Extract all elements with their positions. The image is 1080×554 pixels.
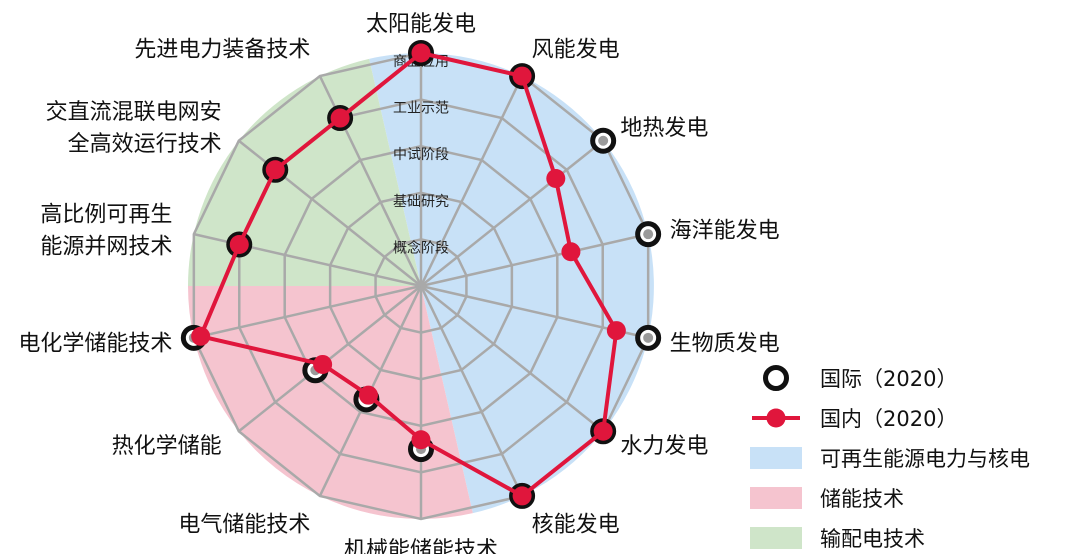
category-label-7: 机械能储能技术 [344, 538, 498, 554]
grid-spoke-3 [420, 232, 649, 288]
category-label-line: 机械能储能技术 [344, 538, 498, 554]
grid-spoke-10 [193, 284, 422, 340]
category-label-0: 太阳能发电 [366, 12, 476, 37]
point-domestic-5 [593, 421, 613, 441]
legend-label-group-1: 储能技术 [820, 487, 904, 511]
point-domestic-10 [191, 326, 211, 346]
point-intl-inner-4 [643, 332, 654, 343]
category-label-5: 水力发电 [620, 434, 708, 459]
category-label-4: 生物质发电 [670, 332, 780, 357]
point-intl-inner-2 [598, 135, 609, 146]
point-domestic-7 [411, 430, 431, 450]
level-label-3: 工业示范 [393, 100, 449, 117]
category-label-1: 风能发电 [532, 37, 620, 62]
level-label-0: 概念阶段 [393, 239, 449, 256]
category-label-line: 全高效运行技术 [68, 132, 222, 157]
category-label-line: 高比例可再生 [40, 202, 172, 227]
legend-marker-intl [763, 365, 789, 391]
point-intl-inner-3 [643, 229, 654, 240]
point-domestic-0 [411, 43, 431, 63]
category-label-line: 热化学储能 [112, 434, 222, 459]
grid-spoke-6 [419, 285, 524, 497]
grid-spoke-5 [420, 285, 604, 433]
category-label-10: 电化学储能技术 [18, 332, 172, 357]
legend-swatch-1 [750, 487, 802, 509]
category-label-line: 地热发电 [620, 116, 708, 141]
legend-label-intl: 国际（2020） [820, 367, 957, 391]
category-label-line: 太阳能发电 [366, 12, 476, 37]
category-label-line: 生物质发电 [670, 332, 780, 357]
level-label-1: 基础研究 [393, 193, 449, 210]
point-domestic-12 [265, 160, 285, 180]
point-domestic-1 [512, 66, 532, 86]
category-label-line: 海洋能发电 [670, 218, 780, 243]
series-layer [180, 40, 662, 509]
category-label-3: 海洋能发电 [670, 218, 780, 243]
legend-label-group-2: 输配电技术 [820, 527, 925, 551]
legend-swatch-2 [750, 527, 802, 549]
point-domestic-8 [358, 385, 378, 405]
category-label-9: 热化学储能 [112, 434, 222, 459]
category-label-line: 先进电力装备技术 [134, 37, 310, 62]
category-label-8: 电气储能技术 [178, 513, 310, 538]
point-domestic-9 [313, 354, 333, 374]
point-domestic-3 [561, 242, 581, 262]
category-label-line: 核能发电 [532, 513, 620, 538]
legend-label-domestic: 国内（2020） [820, 407, 957, 431]
grid-spoke-1 [419, 75, 524, 287]
category-label-line: 电化学储能技术 [18, 332, 172, 357]
point-domestic-11 [229, 235, 249, 255]
sector-1 [187, 286, 473, 519]
category-label-line: 能源并网技术 [40, 234, 172, 259]
point-domestic-13 [330, 108, 350, 128]
level-label-2: 中试阶段 [393, 147, 449, 163]
point-domestic-2 [546, 168, 566, 188]
category-label-6: 核能发电 [532, 513, 620, 538]
category-label-line: 电气储能技术 [178, 513, 310, 538]
point-domestic-6 [512, 486, 532, 506]
category-label-2: 地热发电 [620, 116, 708, 141]
point-domestic-4 [606, 321, 626, 341]
legend-marker-domestic [766, 408, 786, 428]
legend-swatch-0 [750, 447, 802, 469]
category-label-line: 水力发电 [620, 434, 708, 459]
legend-label-group-0: 可再生能源电力与核电 [820, 447, 1030, 471]
category-label-line: 交直流混联电网安 [46, 100, 222, 125]
category-label-12: 交直流混联电网安全高效运行技术 [46, 100, 222, 157]
category-label-13: 先进电力装备技术 [134, 37, 310, 62]
grid-spoke-2 [420, 139, 604, 287]
category-label-11: 高比例可再生能源并网技术 [40, 202, 172, 259]
category-label-line: 风能发电 [532, 37, 620, 62]
